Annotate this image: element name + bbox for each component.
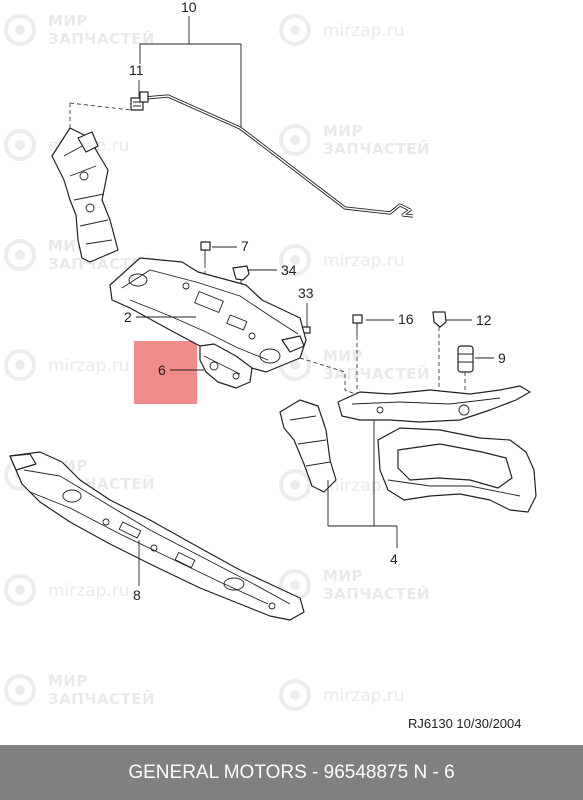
leader-4 <box>327 420 398 548</box>
part-8-lower-tie-bar <box>9 451 305 621</box>
dash-guide-right <box>299 357 361 397</box>
watermark-line1: МИР <box>323 122 363 140</box>
part-2-upper-tie-bar <box>109 257 307 373</box>
leader-10 <box>139 16 242 128</box>
callout-12: 12 <box>476 312 492 328</box>
dash-guide-11 <box>69 102 132 111</box>
callout-33: 33 <box>298 285 314 301</box>
part-16-bolt <box>352 314 363 336</box>
callout-4: 4 <box>390 551 398 567</box>
part-12-grommet <box>432 311 447 328</box>
diagram-reference: RJ6130 10/30/2004 <box>408 716 522 731</box>
part-4-left-member <box>279 399 337 493</box>
watermark-url: mirzap.ru <box>323 686 405 706</box>
watermark-line1: МИР <box>323 567 363 585</box>
part-left-support <box>51 127 119 263</box>
callout-7: 7 <box>241 238 249 254</box>
watermark-line1: МИР <box>48 237 88 255</box>
watermark-url: mirzap.ru <box>323 251 405 271</box>
watermark-url: mirzap.ru <box>48 356 130 376</box>
watermark-line1: МИР <box>323 347 363 365</box>
callout-34: 34 <box>281 262 297 278</box>
callout-6: 6 <box>158 362 166 378</box>
watermark-url: mirzap.ru <box>323 21 405 41</box>
callout-16: 16 <box>398 311 414 327</box>
watermark-url: mirzap.ru <box>48 581 130 601</box>
highlight-box-6 <box>134 341 197 404</box>
callout-8: 8 <box>133 587 141 603</box>
parts-diagram: МИР ЗАПЧАСТЕЙ mirzap.ru mirzap.ru МИР ЗА… <box>4 0 537 711</box>
watermark-line2: ЗАПЧАСТЕЙ <box>48 689 155 708</box>
watermark-line2: ЗАПЧАСТЕЙ <box>323 139 430 158</box>
part-7-bolt <box>200 241 211 264</box>
callout-2: 2 <box>124 309 132 325</box>
part-4-right-rail <box>337 385 531 423</box>
footer-text: GENERAL MOTORS - 96548875 N - 6 <box>128 761 455 783</box>
footer-bar: GENERAL MOTORS - 96548875 N - 6 <box>0 745 583 800</box>
watermark-line2: ЗАПЧАСТЕЙ <box>323 364 430 383</box>
part-6-latch-bracket <box>199 343 253 389</box>
watermark-line1: МИР <box>48 12 88 30</box>
part-9-bumper-stop <box>457 345 474 373</box>
watermark-line1: МИР <box>48 672 88 690</box>
watermark-line2: ЗАПЧАСТЕЙ <box>48 29 155 48</box>
callout-11: 11 <box>129 62 144 78</box>
callout-10: 10 <box>181 0 197 15</box>
part-4-wheelhouse <box>377 427 537 513</box>
watermark-line2: ЗАПЧАСТЕЙ <box>323 584 430 603</box>
callout-9: 9 <box>498 350 506 366</box>
part-10-hood-rod <box>139 91 414 218</box>
part-34-clip <box>232 265 250 281</box>
